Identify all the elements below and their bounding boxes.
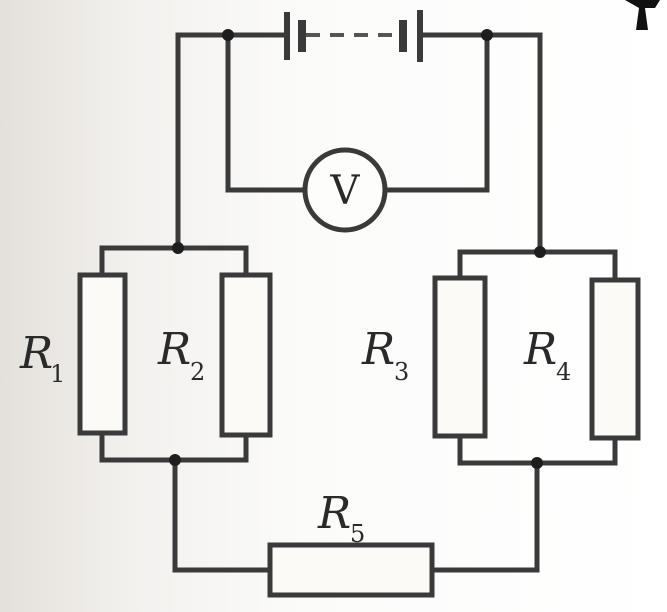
svg-text:R: R [361, 324, 395, 375]
svg-text:3: 3 [394, 358, 409, 386]
label-r4: R 4 [523, 324, 571, 386]
svg-text:R: R [157, 324, 191, 375]
bottom-branch [172, 457, 540, 598]
svg-text:2: 2 [190, 358, 205, 386]
svg-text:R: R [19, 328, 53, 379]
cropped-text-fragment [625, 0, 660, 30]
resistor-r3 [432, 275, 488, 439]
resistor-r4 [589, 277, 641, 441]
voltmeter: V [225, 32, 490, 233]
battery [175, 10, 543, 62]
svg-text:1: 1 [50, 360, 65, 388]
voltmeter-label: V [330, 168, 361, 214]
resistor-r2 [219, 272, 273, 438]
label-r2: R 2 [157, 324, 205, 386]
label-r3: R 3 [361, 324, 409, 386]
svg-text:R: R [523, 324, 557, 375]
right-parallel-group [432, 32, 641, 466]
resistor-r5 [267, 542, 435, 598]
resistor-r1 [77, 272, 128, 436]
svg-text:4: 4 [556, 358, 571, 386]
label-r1: R 1 [19, 328, 65, 388]
junction-dots [169, 29, 546, 469]
label-r5: R 5 [317, 488, 365, 548]
left-parallel-group [77, 32, 273, 463]
svg-text:5: 5 [350, 520, 365, 548]
svg-text:R: R [317, 488, 351, 539]
